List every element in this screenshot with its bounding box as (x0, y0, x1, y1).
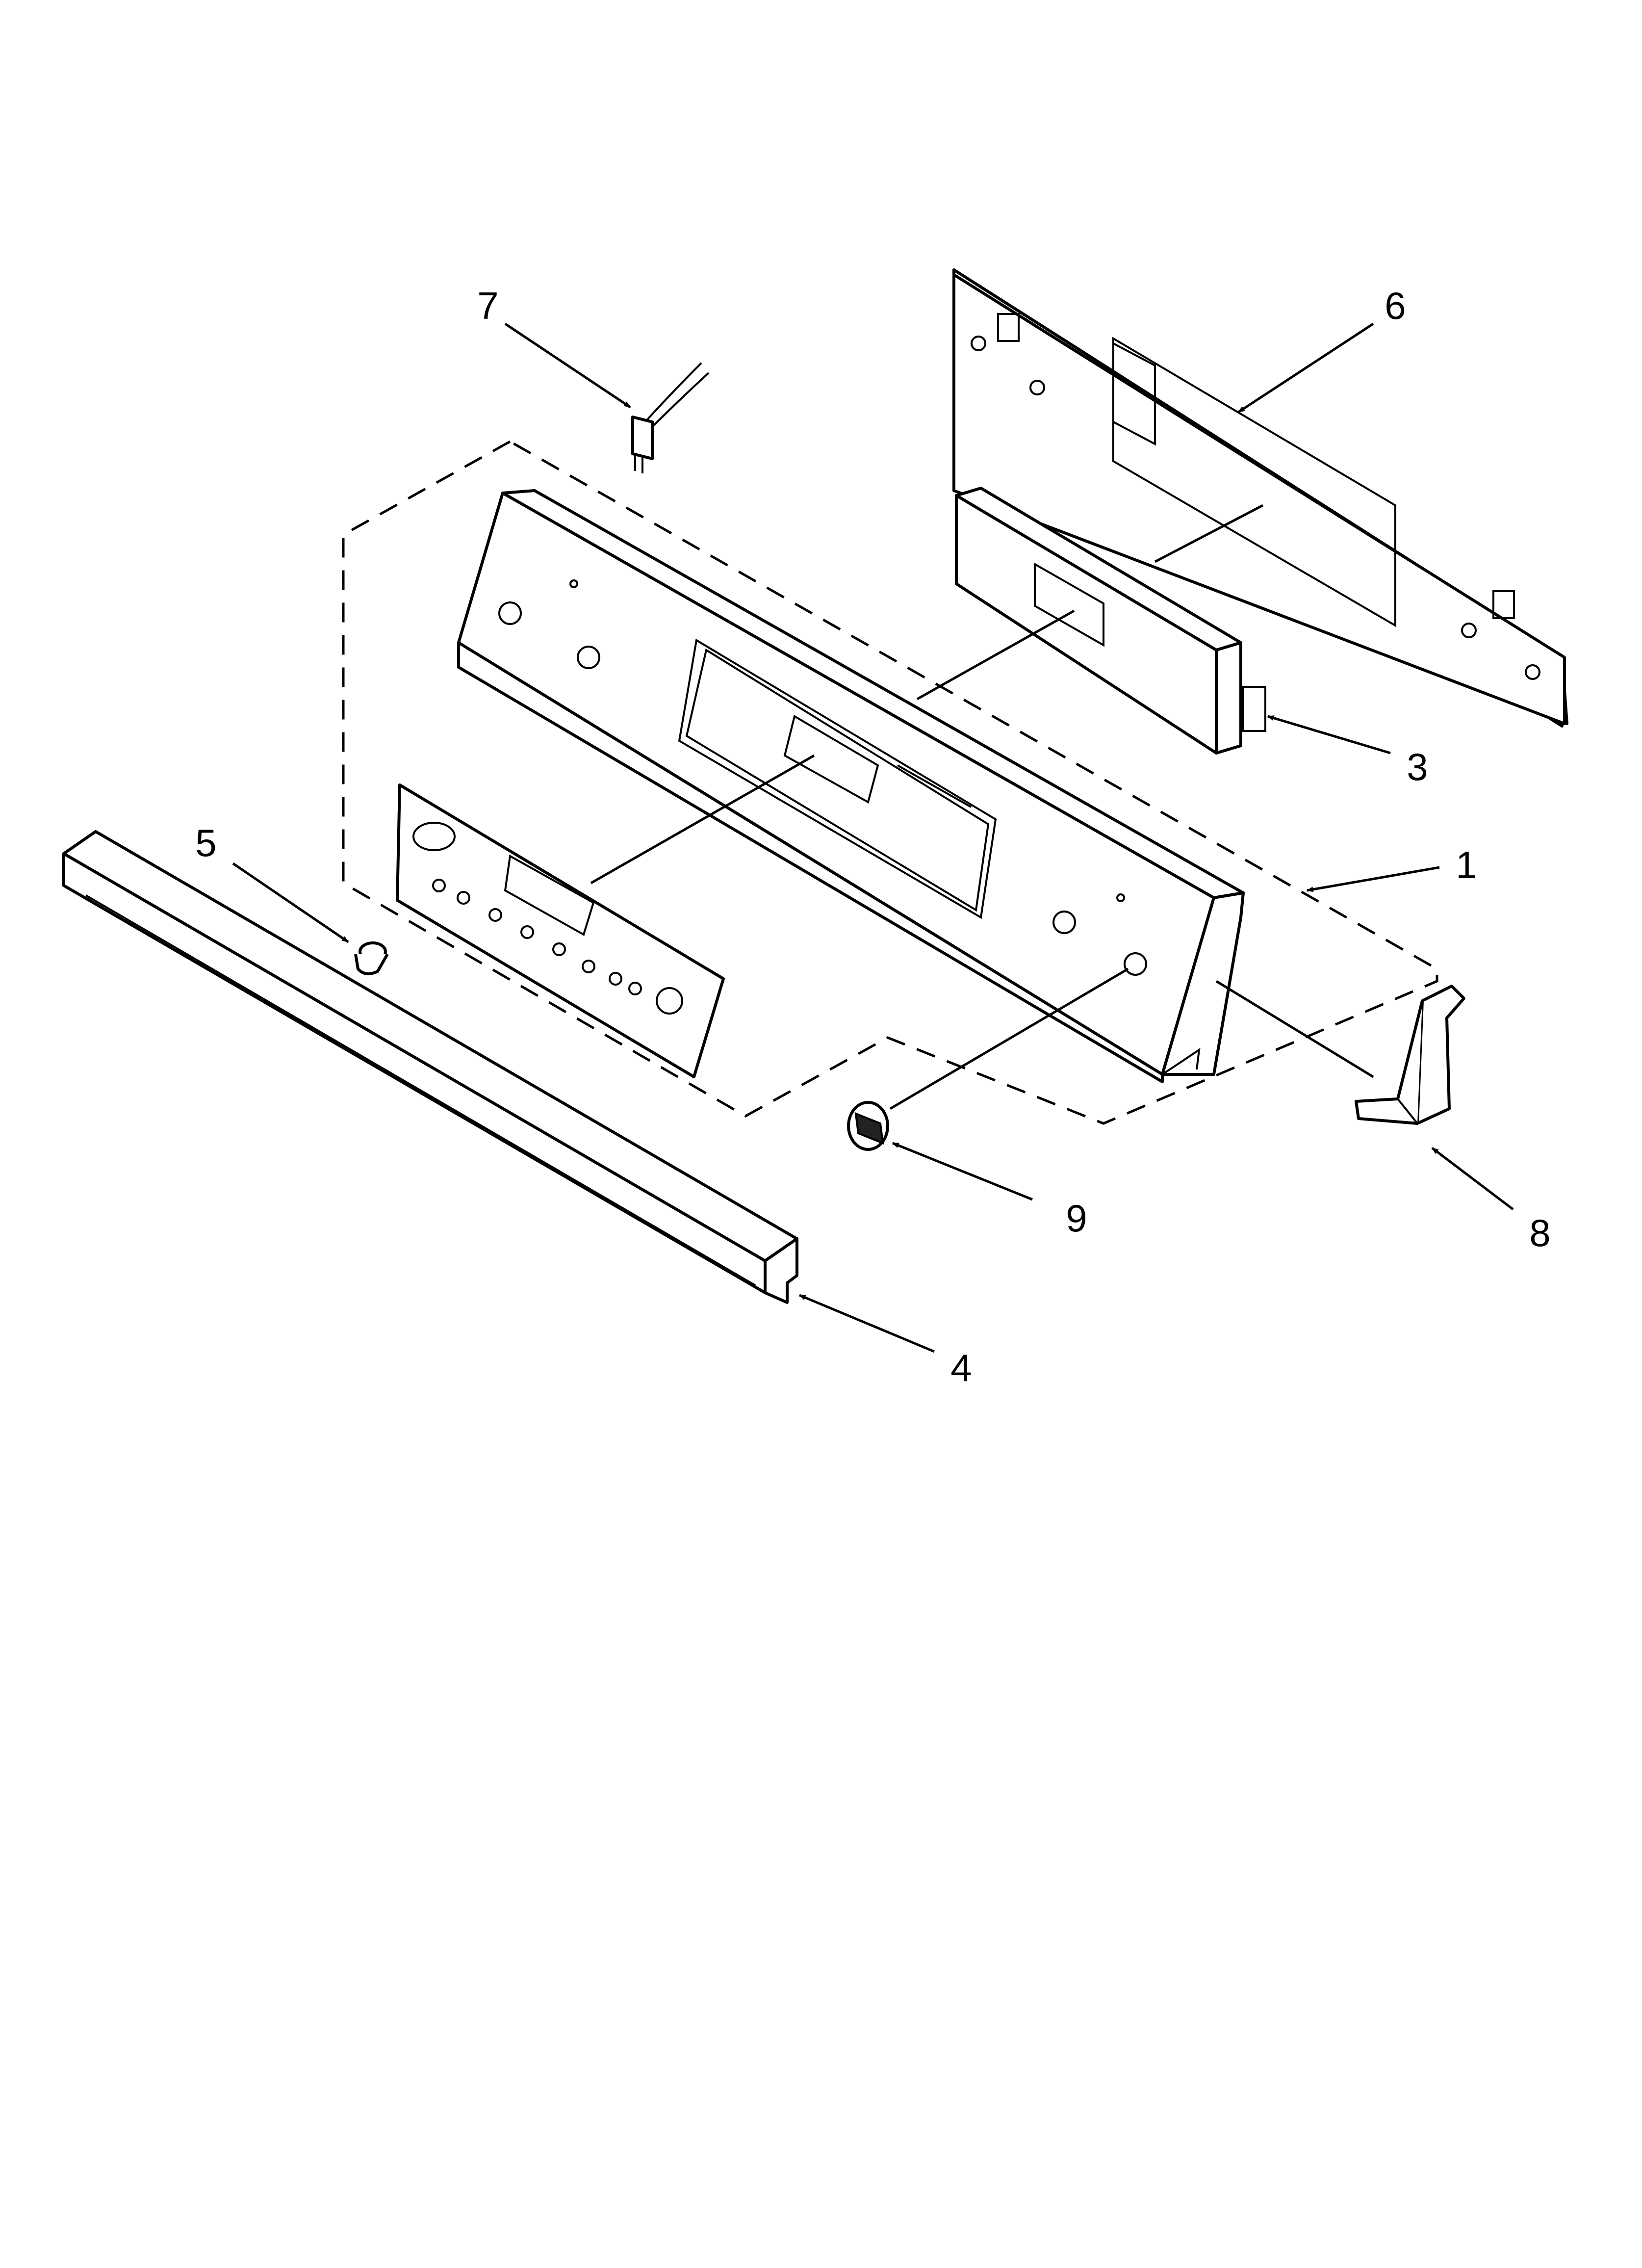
bracket-to-panel-line (1215, 980, 1374, 1078)
callout-7-arrow (504, 322, 631, 409)
callout-5-label: 5 (195, 821, 216, 864)
callout-9-arrow (892, 1142, 1033, 1201)
callout-1-arrow (1306, 866, 1440, 892)
control-overlay-keypad (396, 783, 725, 1078)
part-1-control-panel (457, 489, 1245, 1083)
part-8-side-bracket (1355, 985, 1465, 1125)
part-9-knob (847, 1101, 889, 1151)
callout-7-label: 7 (477, 284, 498, 327)
part-3-control-module (955, 487, 1266, 755)
module-to-rear-line (1154, 504, 1264, 563)
callout-5-arrow (232, 862, 349, 943)
overlay-to-panel-line (590, 754, 815, 885)
callout-8-label: 8 (1529, 1211, 1550, 1254)
panel-to-module-line (916, 609, 1075, 701)
callout-4-label: 4 (950, 1346, 972, 1389)
part-7-wire-connector (631, 362, 710, 473)
callout-8-arrow (1431, 1147, 1514, 1210)
callout-3-arrow (1267, 715, 1391, 755)
callout-9-label: 9 (1066, 1197, 1087, 1240)
part-4-trim-strip (62, 830, 798, 1304)
knob-to-panel-line (889, 967, 1129, 1110)
callout-6-arrow (1237, 322, 1374, 414)
callout-4-arrow (798, 1294, 935, 1353)
callout-3-label: 3 (1407, 745, 1428, 788)
callout-1-label: 1 (1456, 843, 1477, 886)
part-5-plug (354, 941, 389, 975)
part-6-rear-panel (952, 268, 1568, 728)
assembly-boundary (342, 440, 1438, 1125)
callout-6-label: 6 (1385, 284, 1406, 327)
